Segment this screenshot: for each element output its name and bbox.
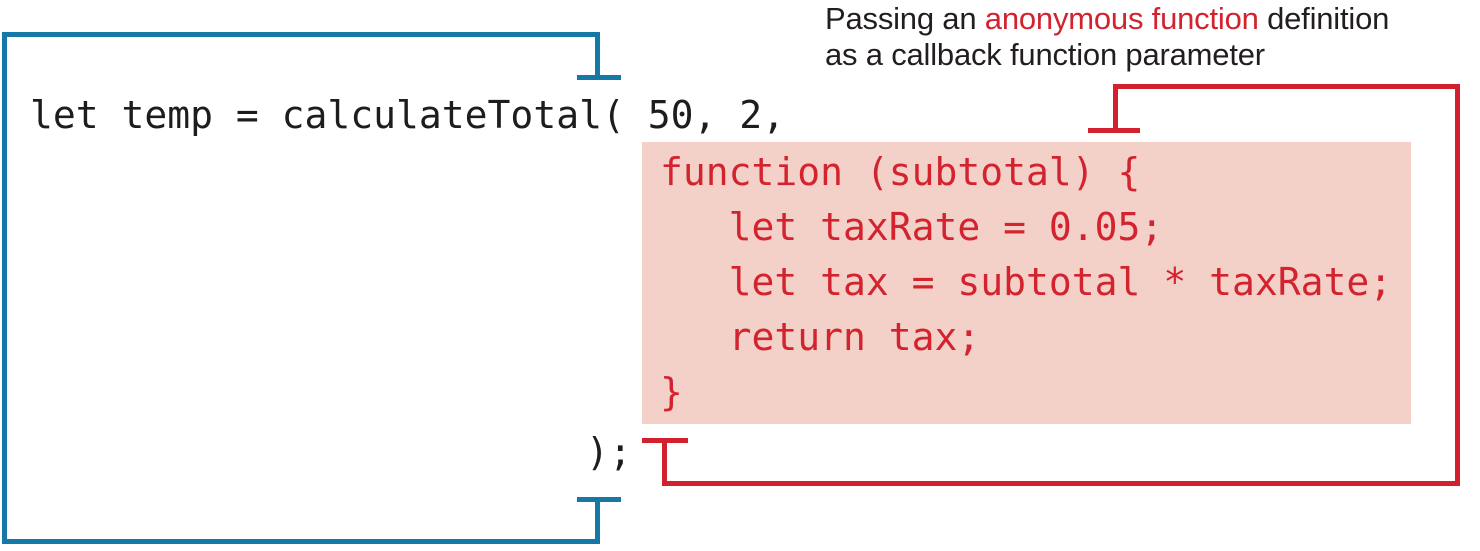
red-bracket-right-line — [1455, 84, 1460, 486]
blue-bracket-top-drop-line — [595, 32, 600, 80]
blue-bracket-bottom-rise-line — [595, 497, 600, 544]
anonymous-function-highlight: function (subtotal) { let taxRate = 0.05… — [642, 142, 1411, 424]
code-line-function-header: function (subtotal) { — [660, 150, 1141, 194]
red-bracket-bottom-tee-cap — [642, 438, 688, 443]
blue-bracket-bottom-line — [2, 539, 600, 544]
annotation-line1-prefix: Passing an — [825, 1, 985, 36]
code-call-line: let temp = calculateTotal( 50, 2, — [30, 93, 785, 137]
blue-bracket-top-line — [2, 32, 600, 37]
code-line-taxrate: let taxRate = 0.05; — [660, 205, 1164, 249]
blue-bracket-top-tee-cap — [577, 75, 621, 80]
code-line-tax: let tax = subtotal * taxRate; — [660, 260, 1393, 304]
annotation-line1-suffix: definition — [1258, 1, 1390, 36]
red-bracket-bottom-rise-line — [662, 438, 667, 486]
code-closing-line: ); — [586, 430, 632, 474]
annotation-line1: Passing an anonymous function definition — [825, 1, 1389, 37]
code-line-closing-brace: } — [660, 370, 683, 414]
red-bracket-top-drop-line — [1113, 84, 1118, 133]
annotation-highlight-text: anonymous function — [984, 1, 1259, 36]
red-bracket-bottom-line — [664, 481, 1460, 486]
code-line-return: return tax; — [660, 315, 981, 359]
blue-bracket-left-line — [2, 32, 7, 544]
annotation-line2: as a callback function parameter — [825, 37, 1265, 72]
annotation-caption: Passing an anonymous function definition… — [825, 1, 1389, 73]
blue-bracket-bottom-tee-cap — [577, 497, 621, 502]
red-bracket-top-line — [1113, 84, 1460, 89]
